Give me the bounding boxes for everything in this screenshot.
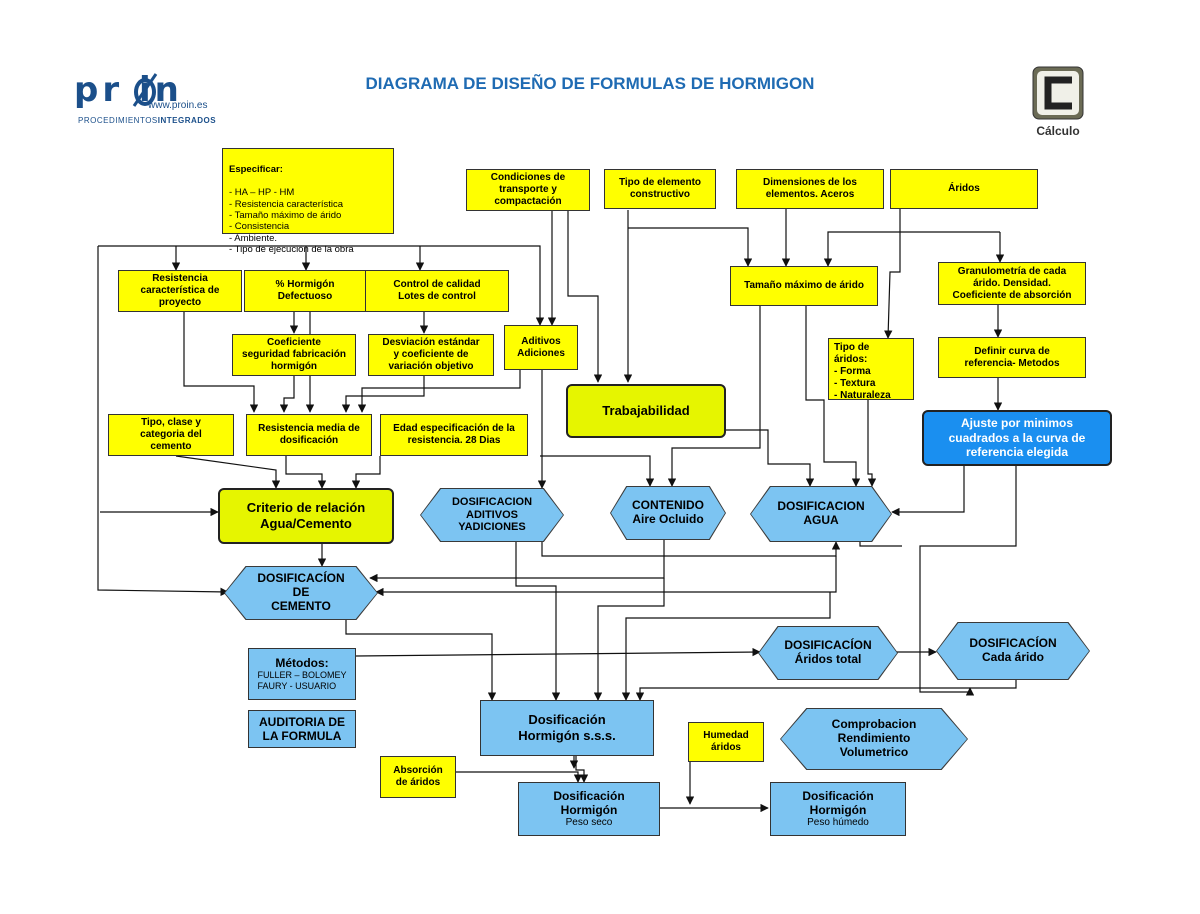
hex-dosificacion-agua: DOSIFICACION AGUA (751, 487, 891, 541)
hex-dosificacion-cada-arido: DOSIFICACÍON Cada árido (937, 623, 1089, 679)
box-tipo-aridos: Tipo de áridos: - Forma - Textura - Natu… (828, 338, 914, 401)
box-hormigon-defectuoso: % Hormigón Defectuoso (244, 270, 366, 312)
logo-wordmark: pr in (74, 70, 183, 110)
box-tipo-elemento: Tipo de elemento constructivo (604, 169, 716, 209)
box-granulometria: Granulometría de cada árido. Densidad. C… (938, 262, 1086, 305)
box-dimensiones: Dimensiones de los elementos. Aceros (736, 169, 884, 209)
logo-o-swirl-icon (132, 73, 158, 107)
box-tamano-maximo: Tamaño máximo de árido (730, 266, 878, 306)
peso-seco-sub: Peso seco (565, 817, 613, 829)
box-tipo-cemento: Tipo, clase y categoria del cemento (108, 414, 234, 456)
especificar-heading: Especificar: (229, 164, 283, 176)
box-aridos: Áridos (890, 169, 1038, 209)
box-dosificacion-peso-humedo: Dosificación Hormigón Peso húmedo (770, 782, 906, 836)
box-absorcion-aridos: Absorción de áridos (380, 756, 456, 798)
page-title: DIAGRAMA DE DISEÑO DE FORMULAS DE HORMIG… (365, 74, 815, 93)
metodos-heading: Métodos: (275, 656, 329, 670)
box-coeficiente-seguridad: Coeficiente seguridad fabricación hormig… (232, 334, 356, 376)
box-resistencia-proyecto: Resistencia característica de proyecto (118, 270, 242, 312)
box-desviacion-estandar: Desviación estándar y coeficiente de var… (368, 334, 494, 376)
logo-url: www.proin.es (148, 100, 208, 111)
logo-subtitle: PROCEDIMIENTOSINTEGRADOS (78, 116, 216, 125)
box-dosificacion-peso-seco: Dosificación Hormigón Peso seco (518, 782, 660, 836)
box-ajuste-minimos-cuadrados: Ajuste por minimos cuadrados a la curva … (922, 410, 1112, 466)
box-humedad-aridos: Humedad áridos (688, 722, 764, 762)
logo-sub-a: PROCEDIMIENTOS (78, 116, 158, 125)
box-auditoria: AUDITORIA DE LA FORMULA (248, 710, 356, 748)
hex-comprobacion-rendimiento: Comprobacion Rendimiento Volumetrico (781, 709, 967, 769)
calculo-c-icon (1032, 66, 1084, 120)
box-condiciones-transporte: Condiciones de transporte y compactación (466, 169, 590, 211)
calculo-label: Cálculo (1036, 124, 1080, 138)
box-resistencia-media: Resistencia media de dosificación (246, 414, 372, 456)
peso-humedo-sub: Peso húmedo (807, 817, 869, 829)
box-control-calidad: Control de calidad Lotes de control (365, 270, 509, 312)
proin-logo: pr in www.proin.es PROCEDIMIENTOSINTEGRA… (74, 70, 234, 134)
logo-sub-b: INTEGRADOS (157, 116, 217, 125)
especificar-items: - HA – HP - HM - Resistencia característ… (229, 187, 354, 256)
peso-humedo-heading: Dosificación Hormigón (802, 788, 874, 817)
hex-dosificacion-aditivos: DOSIFICACION ADITIVOS YADICIONES (421, 489, 563, 541)
box-dosificacion-sss: Dosificación Hormigón s.s.s. (480, 700, 654, 756)
box-aditivos-adiciones: Aditivos Adiciones (504, 325, 578, 370)
hex-dosificacion-cemento: DOSIFICACÍON DE CEMENTO (225, 567, 377, 619)
peso-seco-heading: Dosificación Hormigón (553, 788, 625, 817)
box-definir-curva: Definir curva de referencia- Metodos (938, 337, 1086, 378)
box-criterio-agua-cemento: Criterio de relación Agua/Cemento (218, 488, 394, 544)
hex-dosificacion-aridos-total: DOSIFICACÍON Áridos total (759, 627, 897, 679)
box-metodos: Métodos: FULLER – BOLOMEY FAURY - USUARI… (248, 648, 356, 700)
hex-contenido-aire: CONTENIDO Aire Ocluido (611, 487, 725, 539)
metodos-items: FULLER – BOLOMEY FAURY - USUARIO (257, 670, 347, 692)
box-edad-especificacion: Edad especificación de la resistencia. 2… (380, 414, 528, 456)
box-trabajabilidad: Trabajabilidad (566, 384, 726, 438)
box-especificar: Especificar: - HA – HP - HM - Resistenci… (222, 148, 394, 255)
